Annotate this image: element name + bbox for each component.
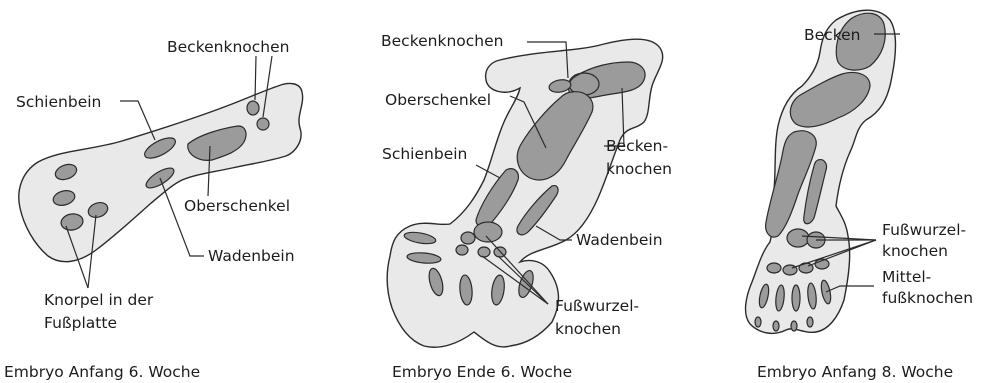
panel-week6-late: Beckenknochen Oberschenkel Schienbein Be… [381, 32, 672, 381]
label-wadenbein: Wadenbein [208, 247, 295, 265]
toe-2 [773, 321, 779, 331]
label-beckenknochen-top: Beckenknochen [381, 32, 503, 50]
label-fusswurzel-line1: Fußwurzel- [882, 221, 966, 239]
toe-4 [807, 317, 813, 327]
label-becken-line2: knochen [606, 160, 672, 178]
label-oberschenkel: Oberschenkel [184, 197, 290, 215]
metatarsal-3 [792, 285, 800, 311]
label-schienbein: Schienbein [16, 93, 101, 111]
tarsal-1 [787, 229, 809, 247]
label-becken-line1: Becken- [606, 137, 668, 155]
tarsal-3 [767, 263, 781, 273]
label-oberschenkel: Oberschenkel [385, 91, 491, 109]
toe-1 [755, 317, 761, 327]
label-beckenknochen: Beckenknochen [167, 38, 289, 56]
panel-week8-early: Becken Fußwurzel- knochen Mittel- fußkno… [746, 10, 974, 381]
label-mittelfuss-line2: fußknochen [882, 289, 973, 307]
pelvis-cartilage-2 [257, 118, 269, 130]
tarsal-small-2 [456, 245, 468, 255]
label-knorpel-line1: Knorpel in der [44, 291, 154, 309]
label-schienbein: Schienbein [382, 145, 467, 163]
caption-week6-late: Embryo Ende 6. Woche [392, 363, 572, 381]
label-fusswurzel-line1: Fußwurzel- [555, 297, 639, 315]
caption-week8-early: Embryo Anfang 8. Woche [757, 363, 953, 381]
label-knorpel-line2: Fußplatte [44, 314, 117, 332]
label-wadenbein: Wadenbein [576, 231, 663, 249]
toe-3 [791, 321, 797, 331]
label-becken: Becken [804, 26, 860, 44]
panel-week6-early: Beckenknochen Schienbein Oberschenkel Wa… [4, 38, 303, 381]
label-fusswurzel-line2: knochen [555, 320, 621, 338]
label-fusswurzel-line2: knochen [882, 242, 948, 260]
pelvis-cartilage-1 [247, 101, 259, 115]
caption-week6-early: Embryo Anfang 6. Woche [4, 363, 200, 381]
label-mittelfuss-line1: Mittel- [882, 268, 931, 286]
tarsal-small-1 [461, 232, 475, 244]
tarsal-small-3 [478, 247, 490, 257]
